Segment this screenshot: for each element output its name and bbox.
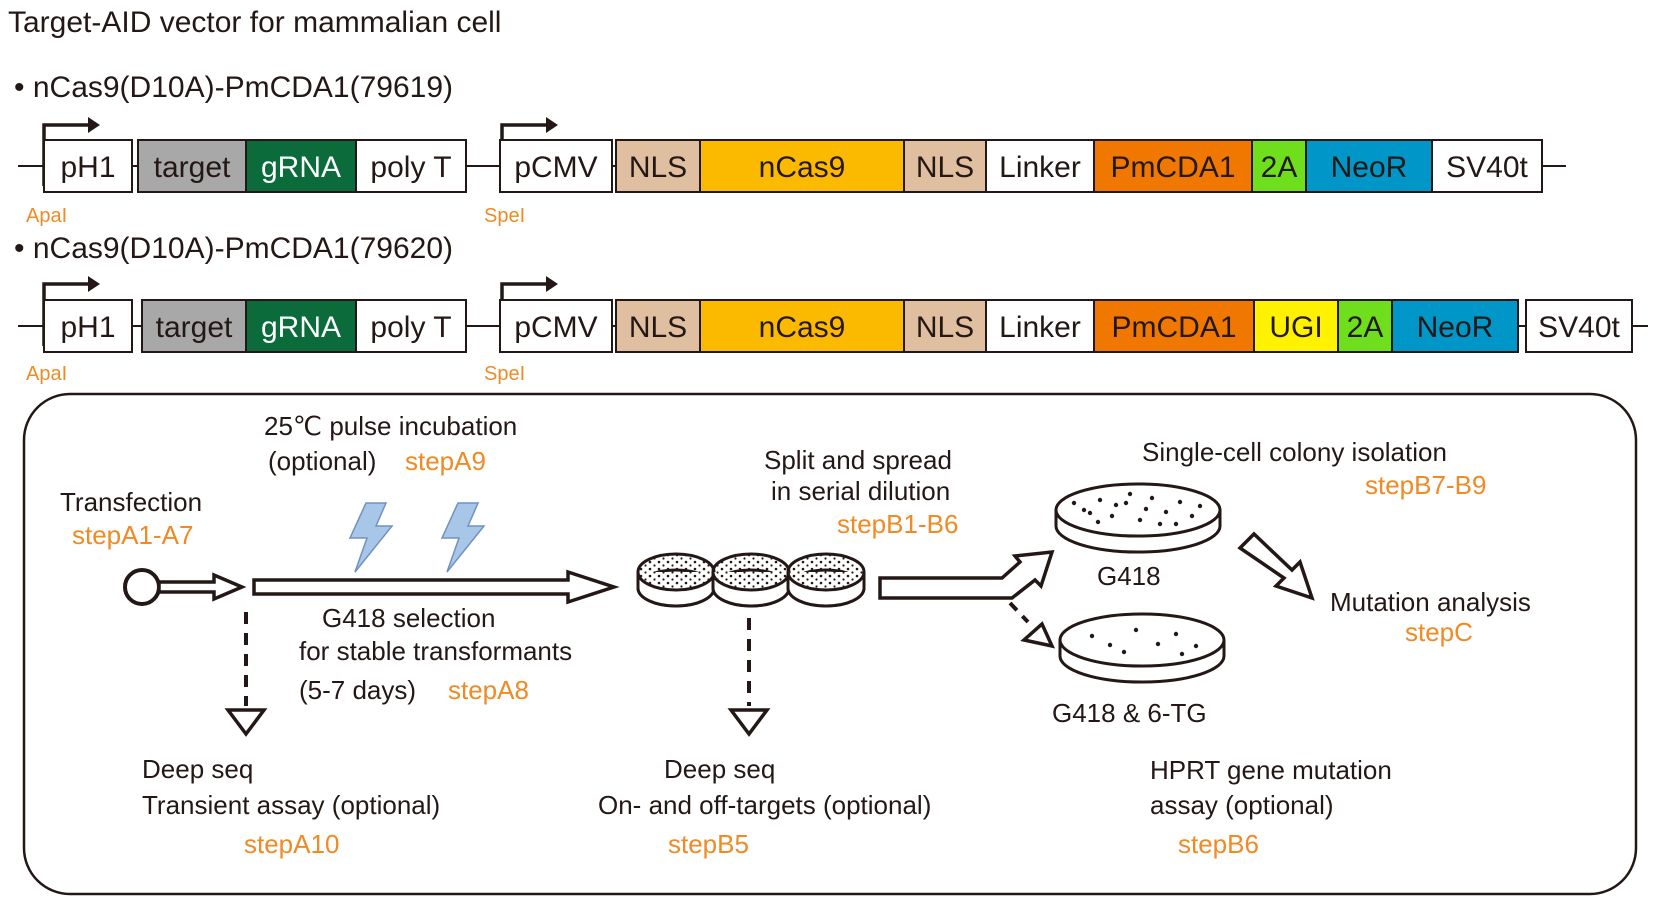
element-polyt: poly T: [370, 151, 451, 184]
element-nls: NLS: [629, 151, 687, 184]
transient-assay-label: Transient assay (optional): [142, 790, 440, 820]
dashed-arrow-head-icon: [224, 708, 268, 737]
selection-days-label: (5-7 days): [299, 675, 416, 705]
mutation-analysis-label: Mutation analysis: [1330, 587, 1531, 617]
element-sv40t: SV40t: [1538, 311, 1620, 344]
on-off-targets-label: On- and off-targets (optional): [598, 790, 931, 820]
transfection-step: stepA1-A7: [72, 520, 193, 550]
element-nls: NLS: [629, 311, 687, 344]
diagonal-hollow-arrow-icon: [1237, 531, 1315, 601]
element-2a: 2A: [1261, 151, 1298, 184]
deep-seq-1-step: stepA10: [244, 829, 339, 859]
g418-6tg-plate: [1058, 612, 1226, 684]
g418-selection-label: G418 selection: [322, 603, 495, 633]
page-title: Target-AID vector for mammalian cell: [8, 6, 501, 39]
element-nls: NLS: [916, 151, 974, 184]
workflow-panel: [22, 392, 1638, 896]
hprt-optional-label: assay (optional): [1150, 790, 1334, 820]
element-polyt: poly T: [370, 311, 451, 344]
deep-seq-2-label: Deep seq: [664, 754, 775, 784]
element-pmcda1: PmCDA1: [1111, 311, 1236, 344]
pulse-step: stepA9: [405, 446, 486, 476]
restriction-site-apai: ApaI: [26, 205, 67, 227]
single-cell-label: Single-cell colony isolation: [1142, 437, 1447, 467]
hprt-step: stepB6: [1178, 829, 1259, 859]
element-pcmv: pCMV: [514, 151, 597, 184]
plate-g418-label: G418: [1097, 561, 1161, 591]
pulse-incubation-label: 25℃ pulse incubation: [264, 411, 517, 441]
vector-1-name: • nCas9(D10A)-PmCDA1(79619): [14, 71, 453, 104]
element-linker: Linker: [999, 311, 1081, 344]
element-ph1: pH1: [60, 311, 115, 344]
start-circle-icon: [123, 568, 161, 606]
mutation-analysis-step: stepC: [1405, 617, 1473, 647]
hprt-label: HPRT gene mutation: [1150, 755, 1392, 785]
element-sv40t: SV40t: [1446, 151, 1528, 184]
element-grna: gRNA: [261, 311, 341, 344]
dashed-arrow-3: [1008, 601, 1030, 624]
element-grna: gRNA: [261, 151, 341, 184]
element-target: target: [156, 311, 233, 344]
dashed-arrow-head-icon: [1020, 621, 1056, 649]
element-neor: NeoR: [1417, 311, 1494, 344]
restriction-site-spei: SpeI: [484, 363, 525, 385]
serial-dilution-label: in serial dilution: [771, 476, 950, 506]
element-ncas9: nCas9: [759, 311, 846, 344]
element-2a: 2A: [1347, 311, 1384, 344]
element-target: target: [154, 151, 231, 184]
hollow-arrow-icon: [157, 572, 247, 602]
transfection-label: Transfection: [60, 487, 202, 517]
element-ph1: pH1: [60, 151, 115, 184]
bent-hollow-arrow-icon: [878, 549, 1055, 600]
g418-plate: [1054, 482, 1222, 554]
element-neor: NeoR: [1331, 151, 1408, 184]
single-cell-step: stepB7-B9: [1365, 470, 1486, 500]
vector-2-map: pH1 target gRNA poly T pCMV NLS nCas9 NL…: [18, 276, 1648, 385]
element-pcmv: pCMV: [514, 311, 597, 344]
deep-seq-1-label: Deep seq: [142, 754, 253, 784]
pulse-optional-label: (optional): [268, 446, 376, 476]
element-ncas9: nCas9: [759, 151, 846, 184]
restriction-site-apai: ApaI: [26, 363, 67, 385]
split-step: stepB1-B6: [837, 509, 958, 539]
dashed-arrow-head-icon: [727, 708, 771, 737]
element-pmcda1: PmCDA1: [1110, 151, 1235, 184]
element-linker: Linker: [999, 151, 1081, 184]
plate-g418-6tg-label: G418 & 6-TG: [1052, 698, 1207, 728]
split-spread-label: Split and spread: [764, 445, 952, 475]
lightning-bolt-icon: [348, 502, 394, 573]
vector-2-name: • nCas9(D10A)-PmCDA1(79620): [14, 232, 453, 265]
stable-transformants-label: for stable transformants: [299, 636, 572, 666]
vector-1-map: pH1 target gRNA poly T pCMV NLS nCas9 NL…: [18, 117, 1566, 227]
element-ugi: UGI: [1269, 311, 1322, 344]
g418-step: stepA8: [448, 675, 529, 705]
lightning-bolt-icon: [440, 502, 486, 573]
three-culture-dishes: [636, 552, 866, 608]
restriction-site-spei: SpeI: [484, 205, 525, 227]
deep-seq-2-step: stepB5: [668, 829, 749, 859]
element-nls: NLS: [916, 311, 974, 344]
long-hollow-arrow-icon: [252, 569, 620, 605]
